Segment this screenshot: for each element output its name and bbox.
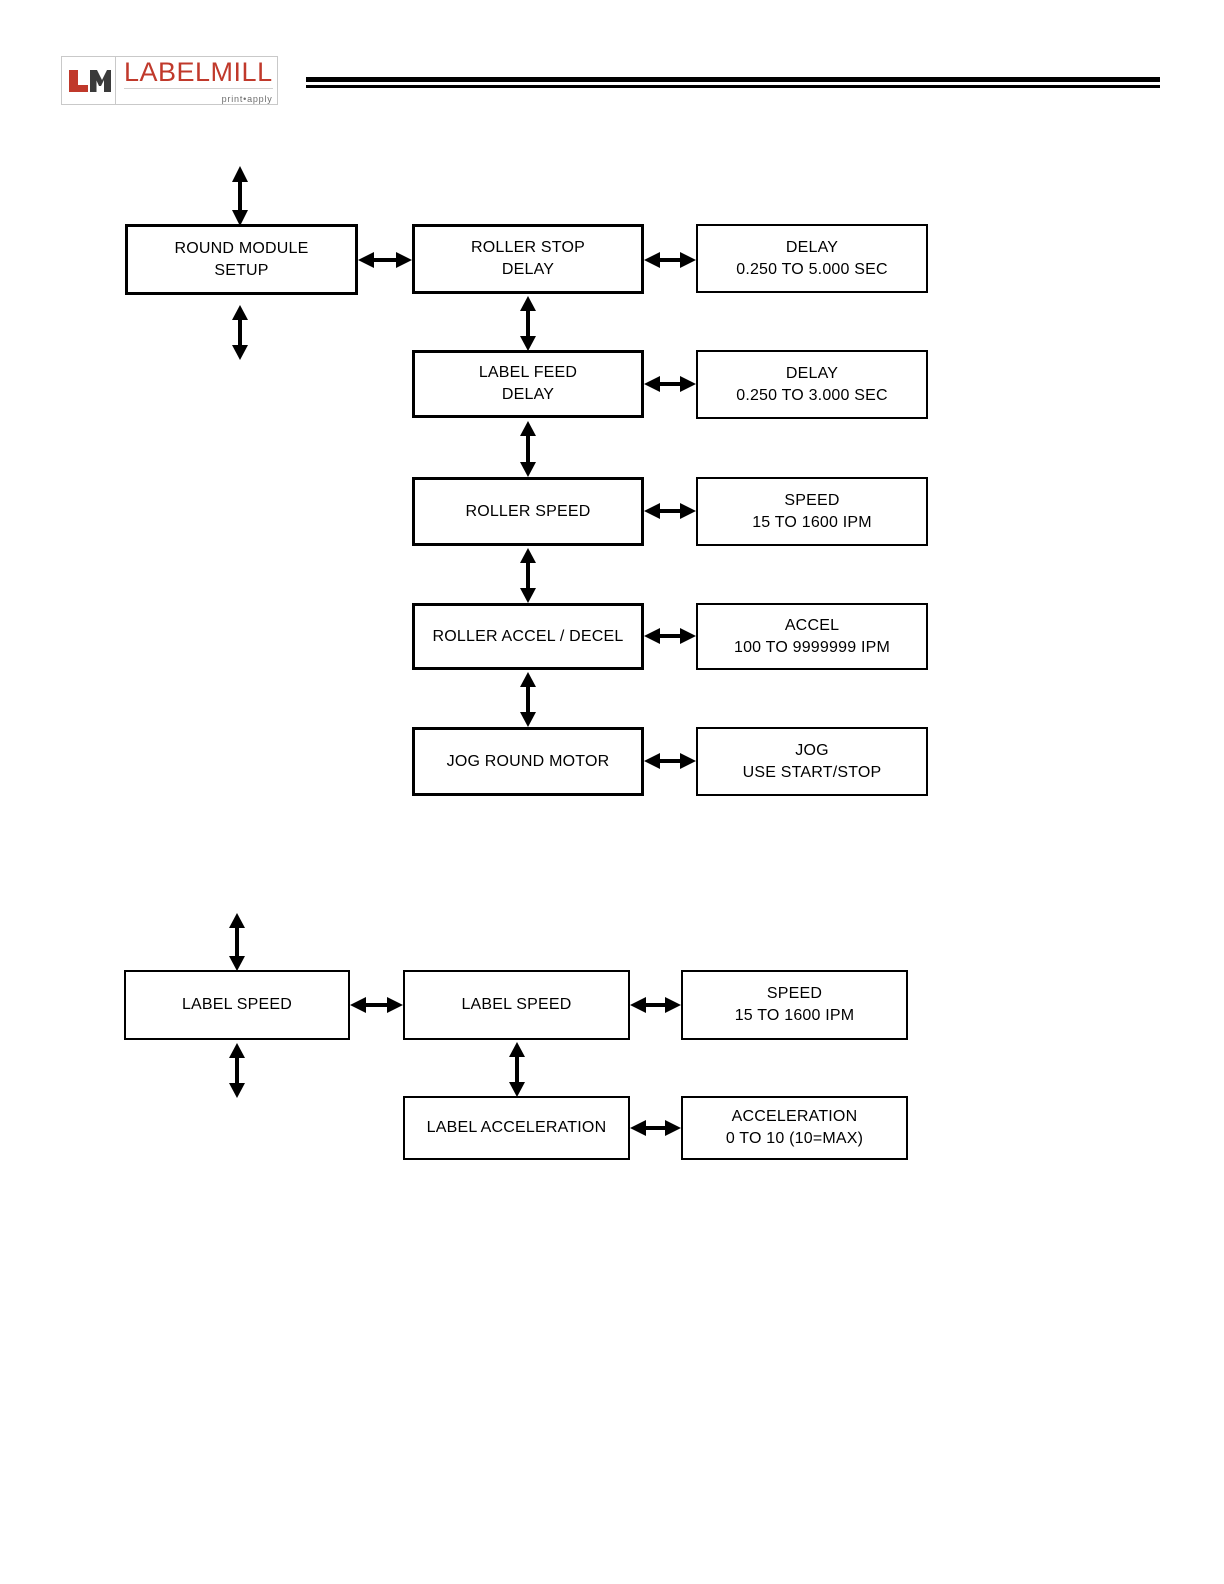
arrow-up-down-label-feed-to-roller-speed: [514, 421, 542, 477]
arrow-left-right-setup-to-roller-stop: [358, 246, 412, 274]
arrow-left-right-jog-to-jog-action: [644, 747, 696, 775]
node-line: ROLLER STOP: [471, 239, 585, 256]
node-label-feed-delay[interactable]: LABEL FEED DELAY: [412, 350, 644, 418]
node-line: ROLLER ACCEL / DECEL: [432, 627, 624, 645]
arrow-left-right-label-speed-menu-to-label-speed: [350, 991, 403, 1019]
node-line: ROLLER SPEED: [465, 502, 591, 520]
node-line: USE START/STOP: [742, 763, 882, 781]
node-line: DELAY: [785, 238, 839, 256]
node-label-speed-menu[interactable]: LABEL SPEED: [124, 970, 350, 1040]
page-header: LABELMILL print•apply: [0, 0, 1224, 130]
node-line: 15 TO 1600 IPM: [734, 1007, 855, 1024]
arrow-left-right-roller-speed-to-speed-range: [644, 497, 696, 525]
arrow-left-right-label-speed-to-speed-range: [630, 991, 681, 1019]
node-line: SPEED: [766, 985, 823, 1002]
node-line: DELAY: [501, 386, 555, 403]
node-label-acceleration-range[interactable]: ACCELERATION 0 TO 10 (10=MAX): [681, 1096, 908, 1160]
arrow-up-down-accel-to-jog: [514, 672, 542, 727]
node-line: LABEL SPEED: [181, 996, 293, 1013]
node-line: 0.250 TO 5.000 SEC: [736, 260, 888, 278]
node-jog-round-motor-action[interactable]: JOG USE START/STOP: [696, 727, 928, 796]
node-line: DELAY: [785, 364, 839, 382]
arrow-left-right-roller-stop-to-delay-range: [644, 246, 696, 274]
node-line: ROUND MODULE: [174, 239, 309, 257]
arrow-up-down-label-speed-to-label-acceleration: [503, 1042, 531, 1097]
node-roller-speed[interactable]: ROLLER SPEED: [412, 477, 644, 546]
arrow-up-down-below-label-speed-menu: [223, 1043, 251, 1098]
node-label-speed[interactable]: LABEL SPEED: [403, 970, 630, 1040]
node-line: 0.250 TO 3.000 SEC: [736, 386, 888, 404]
logo-tagline: print•apply: [221, 94, 273, 104]
node-line: SPEED: [784, 491, 840, 509]
node-line: SETUP: [214, 261, 269, 279]
node-label-feed-delay-range[interactable]: DELAY 0.250 TO 3.000 SEC: [696, 350, 928, 419]
arrow-up-down-above-round-module-setup: [226, 166, 254, 226]
arrow-up-down-above-label-speed-menu: [223, 913, 251, 971]
node-roller-stop-delay[interactable]: ROLLER STOP DELAY: [412, 224, 644, 294]
header-rule-thin: [306, 85, 1160, 88]
node-label-acceleration[interactable]: LABEL ACCELERATION: [403, 1096, 630, 1160]
node-roller-speed-range[interactable]: SPEED 15 TO 1600 IPM: [696, 477, 928, 546]
node-roller-accel-range[interactable]: ACCEL 100 TO 9999999 IPM: [696, 603, 928, 670]
header-rule-thick: [306, 77, 1160, 82]
labelmill-logo: LABELMILL print•apply: [61, 56, 278, 105]
node-roller-stop-delay-range[interactable]: DELAY 0.250 TO 5.000 SEC: [696, 224, 928, 293]
node-line: LABEL ACCELERATION: [426, 1119, 607, 1136]
node-roller-accel-decel[interactable]: ROLLER ACCEL / DECEL: [412, 603, 644, 670]
node-round-module-setup[interactable]: ROUND MODULE SETUP: [125, 224, 358, 295]
node-jog-round-motor[interactable]: JOG ROUND MOTOR: [412, 727, 644, 796]
node-line: JOG: [795, 741, 829, 759]
node-label-speed-range[interactable]: SPEED 15 TO 1600 IPM: [681, 970, 908, 1040]
node-line: ACCEL: [784, 616, 840, 634]
lm-monogram-icon: [62, 57, 116, 104]
arrow-up-down-roller-speed-to-accel: [514, 548, 542, 603]
node-line: LABEL FEED: [478, 364, 578, 381]
logo-tagline-rule: print•apply: [124, 88, 273, 107]
node-line: 100 TO 9999999 IPM: [733, 638, 890, 656]
node-line: 15 TO 1600 IPM: [752, 513, 872, 531]
node-line: DELAY: [501, 261, 555, 278]
node-line: JOG ROUND MOTOR: [446, 752, 610, 770]
node-line: 0 TO 10 (10=MAX): [725, 1130, 864, 1147]
node-line: ACCELERATION: [731, 1108, 858, 1125]
arrow-left-right-label-acceleration-to-range: [630, 1114, 681, 1142]
logo-wordmark: LABELMILL: [124, 57, 273, 87]
node-line: LABEL SPEED: [461, 996, 572, 1013]
arrow-left-right-label-feed-to-delay-range: [644, 370, 696, 398]
arrow-up-down-below-round-module-setup: [226, 305, 254, 360]
arrow-left-right-accel-to-accel-range: [644, 622, 696, 650]
arrow-up-down-roller-stop-to-label-feed: [514, 296, 542, 351]
